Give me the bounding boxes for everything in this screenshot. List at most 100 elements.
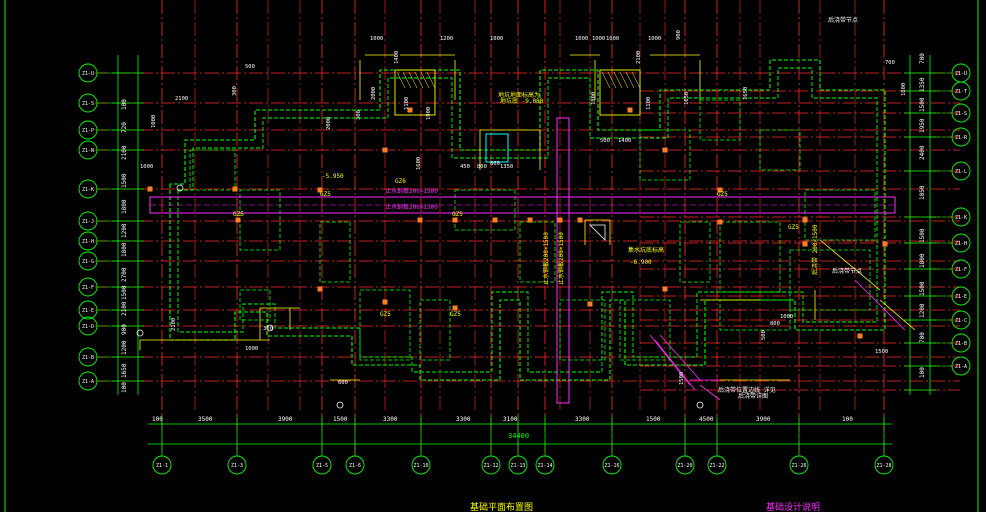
annotation-label: 止水钢板200×1500 [385, 203, 438, 211]
axis-bubble-right-label: Z1-F [955, 267, 967, 273]
column-marker [452, 305, 458, 311]
axis-bubble-bottom-label: Z1-1 [156, 463, 168, 469]
axis-bubble-left-circle [78, 277, 98, 297]
dim-text-left: 900 [121, 324, 128, 335]
small-dim-text: 1600 [416, 157, 422, 170]
axis-bubble-right-label: Z1-T [955, 89, 967, 95]
axis-bubble-left-circle [78, 347, 98, 367]
axis-bubble-left-circle [78, 316, 98, 336]
axis-bubble-bottom-label: Z1-6 [349, 463, 361, 469]
column-marker [717, 187, 723, 193]
small-dim-text: 1650 [743, 87, 749, 100]
interior-wall-block [789, 249, 871, 311]
axis-bubble-right-label: Z1-B [955, 341, 967, 347]
column-marker [317, 286, 323, 292]
annotation-label: -6.900 [630, 259, 652, 266]
dim-text-bottom: 3300 [575, 416, 590, 423]
interior-wall-block [319, 221, 351, 283]
annotation-label: 地坑地面标高为 [498, 91, 540, 99]
dim-text-bottom: 3900 [756, 416, 771, 423]
small-dim-text: 800 [490, 161, 500, 167]
axis-bubble-right-circle [951, 81, 971, 101]
axis-bubble-bottom-label: Z1-20 [677, 463, 692, 469]
small-dim-text: 900 [676, 30, 682, 40]
axis-bubble-right-circle [951, 207, 971, 227]
small-dim-text: 800 [770, 321, 780, 327]
small-dim-text: 1000 [606, 36, 619, 42]
axis-bubble-left-label: Z1-B [82, 355, 94, 361]
dim-text-left: 1800 [121, 199, 128, 214]
column-marker [407, 107, 413, 113]
annotation-label: GZ5 [233, 211, 244, 218]
dim-text-right: 1800 [919, 253, 926, 268]
axis-bubble-bottom-circle [675, 455, 695, 475]
dim-text-left: 100 [121, 382, 128, 393]
pit-hatch [402, 71, 412, 89]
pit-hatch [613, 71, 623, 89]
foundation-walls [169, 59, 886, 381]
column-marker [802, 241, 808, 247]
column-marker [857, 333, 863, 339]
small-dim-text: 800 [477, 164, 487, 170]
post-cast-strip-vertical [556, 117, 570, 404]
annotation-label: GZ5 [717, 191, 728, 198]
axis-bubble-left-circle [78, 251, 98, 271]
column-marker [382, 299, 388, 305]
axis-bubble-right-circle [951, 233, 971, 253]
axis-bubble-right-label: Z1-A [955, 364, 967, 370]
pit-hatch [601, 71, 611, 89]
annotation-label: GZ5 [450, 311, 461, 318]
axis-bubble-right-label: Z1-K [955, 215, 967, 221]
small-dim-text: 1800 [901, 83, 907, 96]
dim-text-right: 1050 [919, 185, 926, 200]
axis-bubble-left-label: Z1-S [82, 101, 94, 107]
axis-bubble-bottom-circle [227, 455, 247, 475]
annotation-label: 止水钢板200×1500 [385, 187, 438, 195]
axis-bubble-bottom-label: Z1-26 [791, 463, 806, 469]
dim-text-bottom: 3100 [503, 416, 518, 423]
drawing-subtitle: 基础设计说明 [766, 501, 820, 512]
axis-bubble-right-circle [951, 286, 971, 306]
axis-bubble-bottom-label: Z1-12 [483, 463, 498, 469]
pit-box-left [394, 69, 436, 116]
column-marker [382, 147, 388, 153]
dim-text-right: 1500 [919, 281, 926, 296]
dim-text-bottom: 3300 [383, 416, 398, 423]
axis-bubble-left-label: Z1-E [82, 308, 94, 314]
total-dimension: 34400 [508, 432, 529, 440]
axis-bubble-left-circle [78, 93, 98, 113]
axis-bubble-bottom-circle [345, 455, 365, 475]
axis-bubble-bottom-circle [789, 455, 809, 475]
small-dim-text: 1350 [500, 164, 513, 170]
axis-bubble-left-circle [78, 211, 98, 231]
axis-bubble-right-circle [951, 310, 971, 330]
axis-bubble-right-circle [951, 333, 971, 353]
dim-text-left: 2100 [121, 145, 128, 160]
dim-text-left: 1800 [121, 242, 128, 257]
small-dim-text: 300 [263, 326, 273, 332]
dim-text-left: 2100 [121, 301, 128, 316]
axis-bubble-left-circle [78, 120, 98, 140]
interior-wall-block [239, 289, 271, 321]
dim-text-right: 700 [919, 332, 926, 343]
pit-hatch [625, 71, 635, 89]
pit-hatch [420, 71, 430, 89]
foundation-outline [169, 59, 886, 381]
interior-wall-block [719, 221, 781, 293]
axis-bubble-right-label: Z1-L [955, 169, 967, 175]
detail-circle [136, 329, 144, 337]
annotation-label: 地坑底 -9.080 [500, 97, 544, 105]
dim-text-bottom: 1500 [646, 416, 661, 423]
axis-bubble-left-circle [78, 371, 98, 391]
detail-circle [266, 324, 274, 332]
small-dim-text: 1000 [592, 36, 605, 42]
column-marker [802, 217, 808, 223]
column-marker [662, 286, 668, 292]
detail-line [879, 299, 916, 331]
column-marker [882, 241, 888, 247]
axis-bubble-left-label: Z1-N [82, 148, 94, 154]
small-dim-text: 2000 [371, 87, 377, 100]
axis-bubble-bottom-circle [535, 455, 555, 475]
sump-pit-cyan [485, 133, 509, 163]
